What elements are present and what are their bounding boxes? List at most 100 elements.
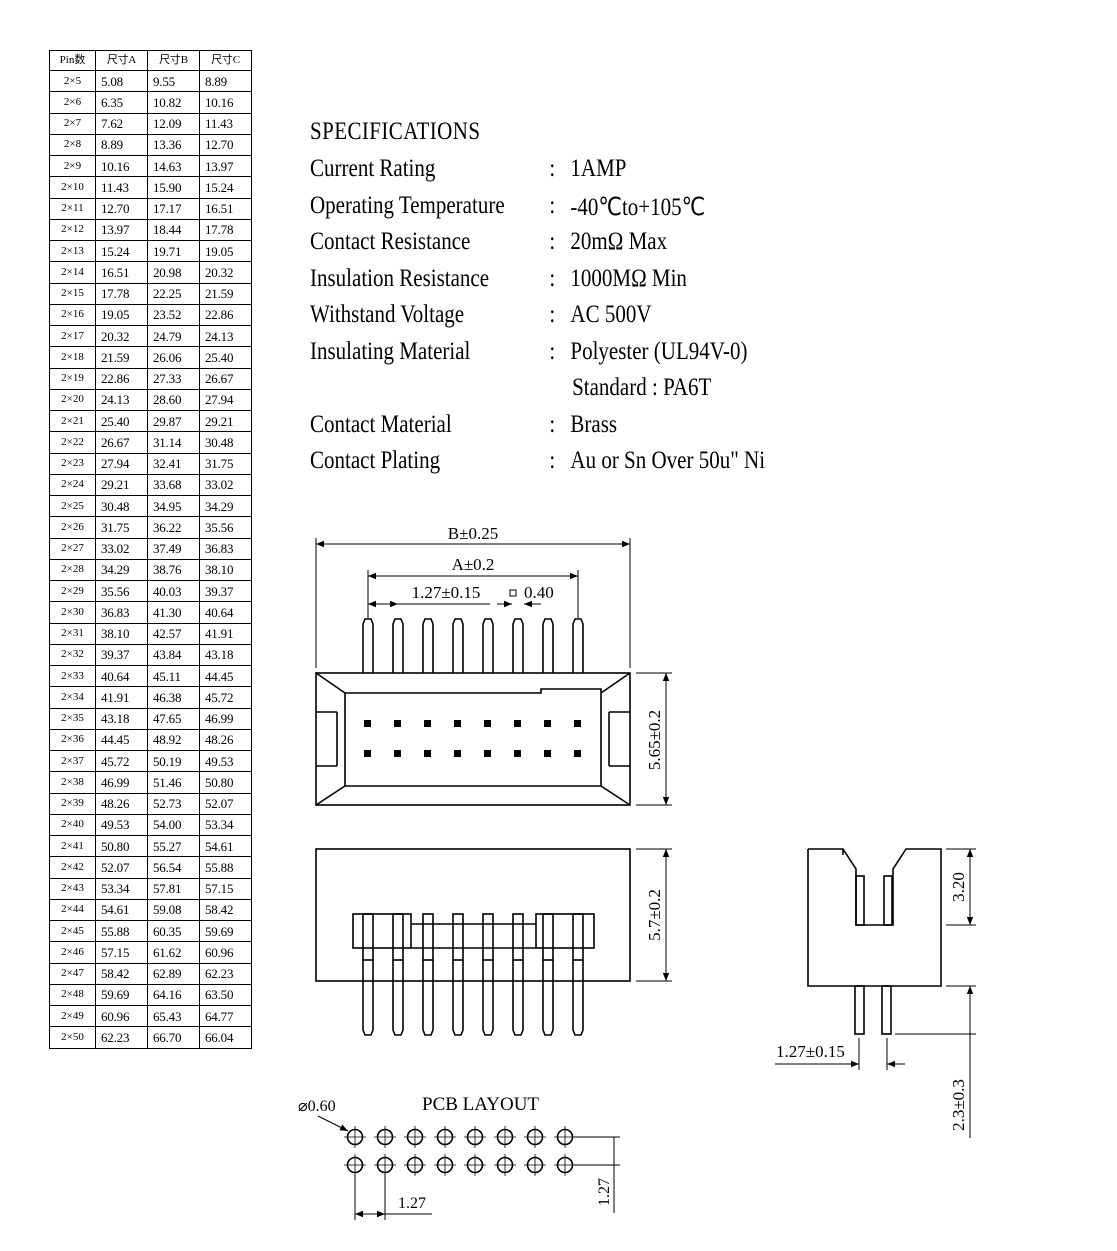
cell-size-c: 17.78 (199, 218, 252, 242)
spec-colon: : (549, 410, 556, 438)
contact-square (544, 720, 551, 727)
spec-label: Withstand Voltage (310, 301, 465, 328)
dim-height-top-label: 5.65±0.2 (645, 710, 664, 770)
dim-pcb-x-label: 1.27 (398, 1195, 426, 1212)
top-view-pin (362, 618, 374, 673)
top-view-pin (452, 618, 464, 673)
contact-square (454, 720, 461, 727)
dim-a-label: A±0.2 (452, 555, 495, 574)
pcb-holes (344, 1126, 576, 1176)
front-view-pin (542, 960, 554, 1036)
top-view-pin (542, 618, 554, 673)
cell-size-a: 53.34 (95, 877, 148, 900)
dim-height-front-label: 5.7±0.2 (645, 889, 664, 941)
front-view-pin-body (362, 913, 374, 961)
front-view-pin-body (512, 913, 524, 961)
cell-size-b: 26.06 (147, 346, 200, 369)
cell-size-b: 42.57 (147, 622, 200, 645)
cell-size-b: 23.52 (147, 303, 200, 327)
contact-square (574, 750, 581, 757)
cell-size-b: 65.43 (147, 1004, 200, 1028)
spec-withstand-voltage: Withstand Voltage : AC 500V (310, 301, 651, 338)
contact-square (514, 720, 521, 727)
side-view-pin-tail (881, 985, 892, 1035)
spec-insulating-material-alt: Standard : PA6T (310, 374, 711, 411)
cell-size-c: 46.99 (199, 707, 252, 730)
cell-size-c: 55.88 (199, 856, 252, 879)
specifications-title: SPECIFICATIONS (310, 118, 481, 145)
cell-size-c: 11.43 (199, 112, 252, 135)
front-view-pin-body (452, 913, 464, 961)
cell-size-c: 38.10 (199, 558, 252, 582)
top-view-pins (362, 618, 584, 673)
front-view: 5.7±0.2 (315, 848, 672, 1036)
cell-size-b: 28.60 (147, 388, 200, 412)
cell-size-b: 34.95 (147, 494, 200, 518)
cell-size-b: 13.36 (147, 133, 200, 157)
dim-pitch-label: 1.27±0.15 (412, 583, 481, 602)
dim-pcb-y-label: 1.27 (596, 1178, 613, 1206)
cell-size-a: 50.80 (95, 834, 148, 858)
contact-square (424, 750, 431, 757)
cell-size-c: 60.96 (199, 941, 252, 964)
spec-value: Au or Sn Over 50u" Ni (570, 447, 766, 474)
cell-size-a: 20.32 (95, 324, 148, 348)
top-view-housing (315, 672, 631, 806)
cell-size-c: 59.69 (199, 919, 252, 943)
pcb-hole-label: ⌀0.60 (298, 1098, 336, 1115)
specifications-block: SPECIFICATIONS Current Rating : 1AMP Ope… (310, 118, 765, 484)
cell-size-b: 24.79 (147, 324, 200, 348)
top-view: B±0.25 A±0.2 1.27±0.15 0.40 5.65±0.2 (315, 524, 672, 806)
spec-colon: : (549, 228, 556, 255)
spec-value: Polyester (UL94V-0) (570, 337, 748, 365)
cell-size-b: 59.08 (147, 898, 200, 922)
cell-size-b: 60.35 (147, 919, 200, 943)
front-view-pin-body (572, 913, 584, 961)
corner-line (600, 785, 631, 806)
side-view-pin (855, 875, 865, 926)
side-view: 3.20 2.3±0.3 1.27±0.15 (775, 848, 976, 1138)
front-view-left-block (352, 913, 412, 949)
front-view-pin (572, 960, 584, 1036)
contact-square (394, 720, 401, 727)
spec-value: AC 500V (570, 301, 652, 328)
top-view-pin (422, 618, 434, 673)
cell-size-a: 15.24 (95, 239, 148, 263)
contact-square (514, 750, 521, 757)
dim-b-label: B±0.25 (448, 524, 498, 543)
cell-size-c: 66.04 (199, 1026, 252, 1049)
cell-size-a: 35.56 (95, 579, 148, 603)
pcb-layout: PCB LAYOUT ⌀0.60 1.27 1.27 (298, 1094, 620, 1220)
front-view-housing (315, 848, 631, 982)
cell-size-c: 62.23 (199, 962, 252, 985)
cell-size-c: 58.42 (199, 898, 252, 922)
cell-size-b: 61.62 (147, 941, 200, 964)
cell-size-b: 38.76 (147, 558, 200, 582)
spec-label: Contact Resistance (310, 228, 471, 255)
cell-size-a: 44.45 (95, 728, 148, 752)
cell-size-c: 30.48 (199, 431, 252, 454)
cell-size-b: 40.03 (147, 579, 200, 603)
spec-label: Insulating Material (310, 337, 471, 365)
square-symbol-icon (509, 589, 517, 597)
contact-square (544, 750, 551, 757)
cell-size-b: 36.22 (147, 516, 200, 539)
